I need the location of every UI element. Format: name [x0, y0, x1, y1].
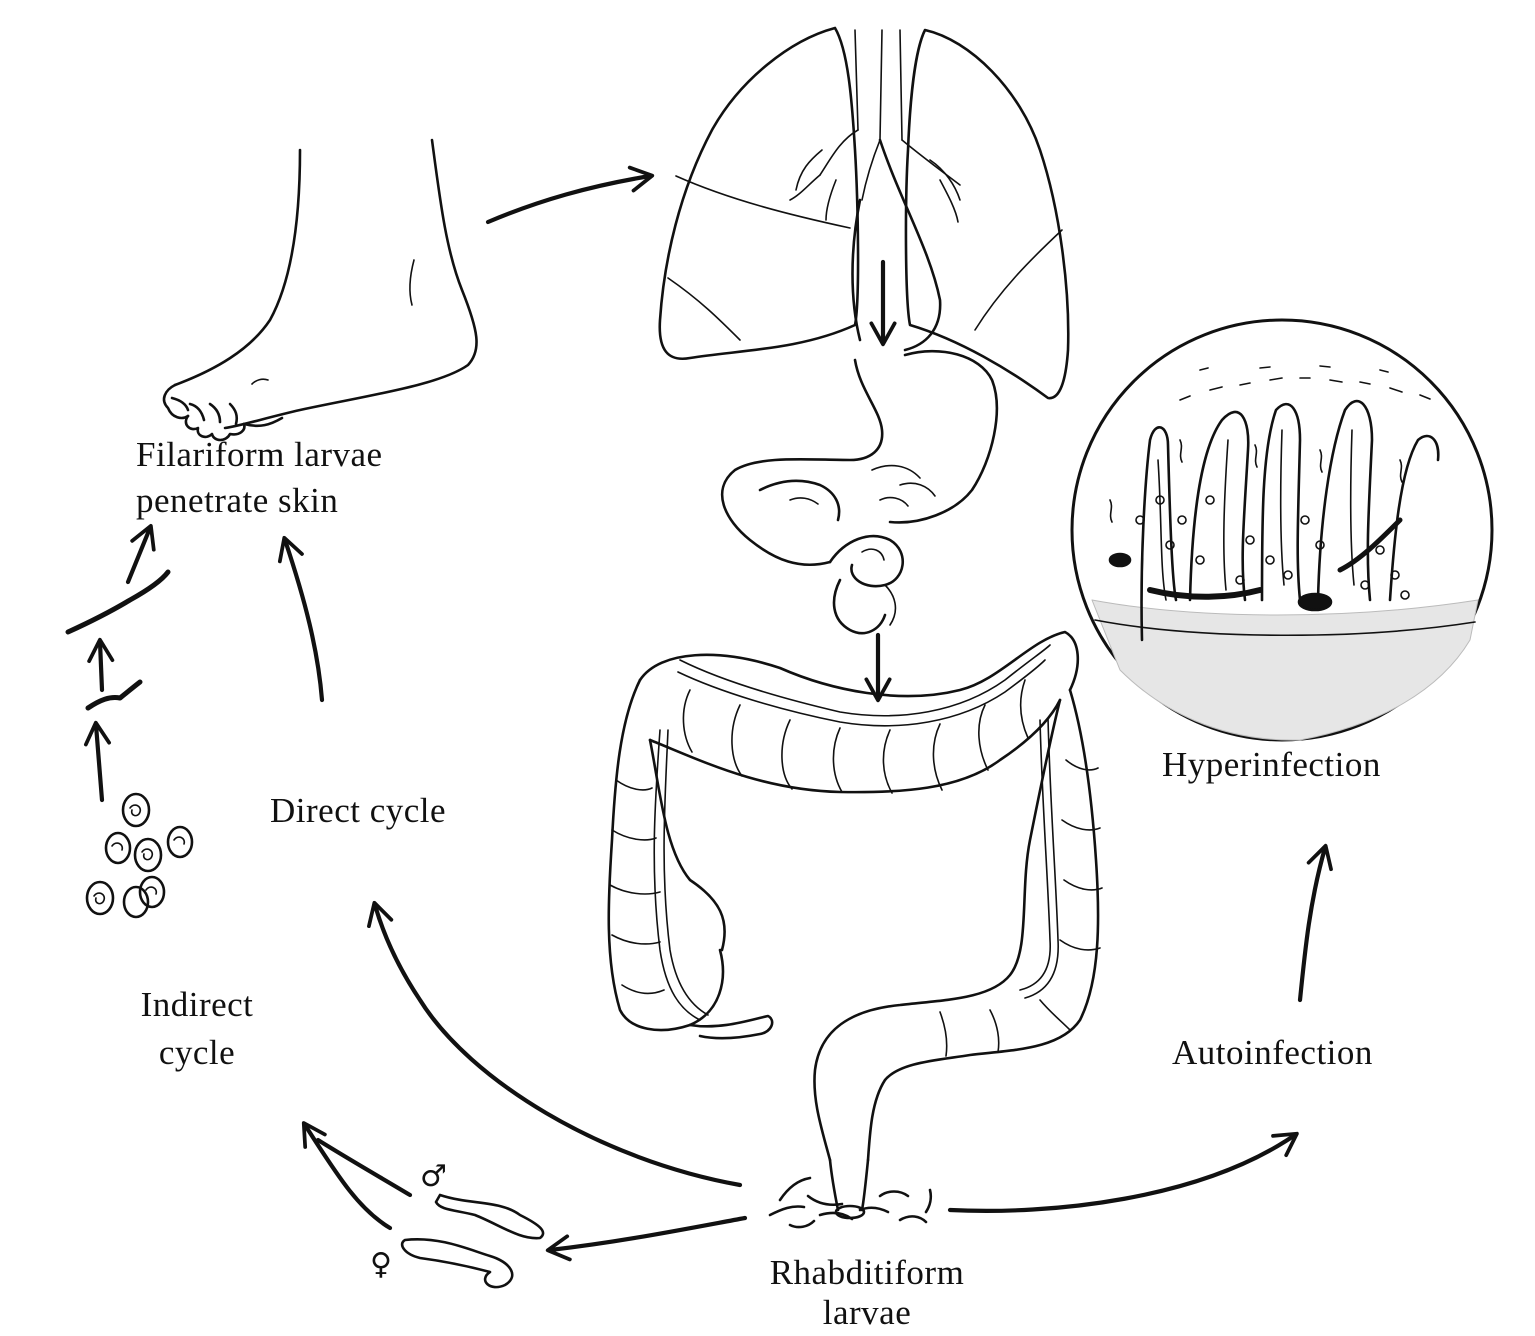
arrow-autoinfection-to-hyperinfection — [1297, 843, 1333, 1003]
stomach-illustration — [720, 349, 999, 635]
female-symbol-icon: ♀ — [370, 1247, 392, 1282]
label-filariform-larvae-line2: penetrate skin — [136, 481, 339, 520]
adult-worms-illustration — [400, 1193, 545, 1289]
arrow-larvae-to-adult-worms — [545, 1215, 748, 1262]
indirect-cycle-stages — [65, 523, 194, 919]
foot-illustration — [162, 138, 478, 442]
label-rhabditiform-larvae-line1: Rhabditiform — [769, 1253, 965, 1292]
colon-illustration — [607, 630, 1103, 1220]
arrow-direct-cycle-to-skin — [277, 535, 325, 703]
eggs-illustration — [85, 792, 194, 919]
arrow-larvae-to-direct-cycle — [367, 900, 743, 1188]
arrow-adults-to-indirect-cycle — [301, 1121, 393, 1231]
arrow-foot-to-lungs — [485, 165, 655, 225]
arrow-larvae-to-autoinfection — [947, 1131, 1299, 1213]
hyperinfection-inset — [1070, 318, 1494, 742]
rhabditiform-larvae-illustration — [768, 1176, 933, 1229]
label-direct-cycle: Direct cycle — [270, 791, 447, 830]
label-rhabditiform-larvae-line2: larvae — [822, 1293, 912, 1332]
label-indirect-cycle-line2: cycle — [158, 1033, 236, 1072]
label-filariform-larvae-line1: Filariform larvae — [136, 435, 383, 474]
label-indirect-cycle-line1: Indirect — [140, 985, 254, 1024]
male-symbol-icon: ♂ — [420, 1159, 447, 1194]
label-autoinfection: Autoinfection — [1172, 1033, 1373, 1072]
label-hyperinfection: Hyperinfection — [1162, 745, 1381, 784]
lungs-illustration — [658, 26, 1070, 400]
